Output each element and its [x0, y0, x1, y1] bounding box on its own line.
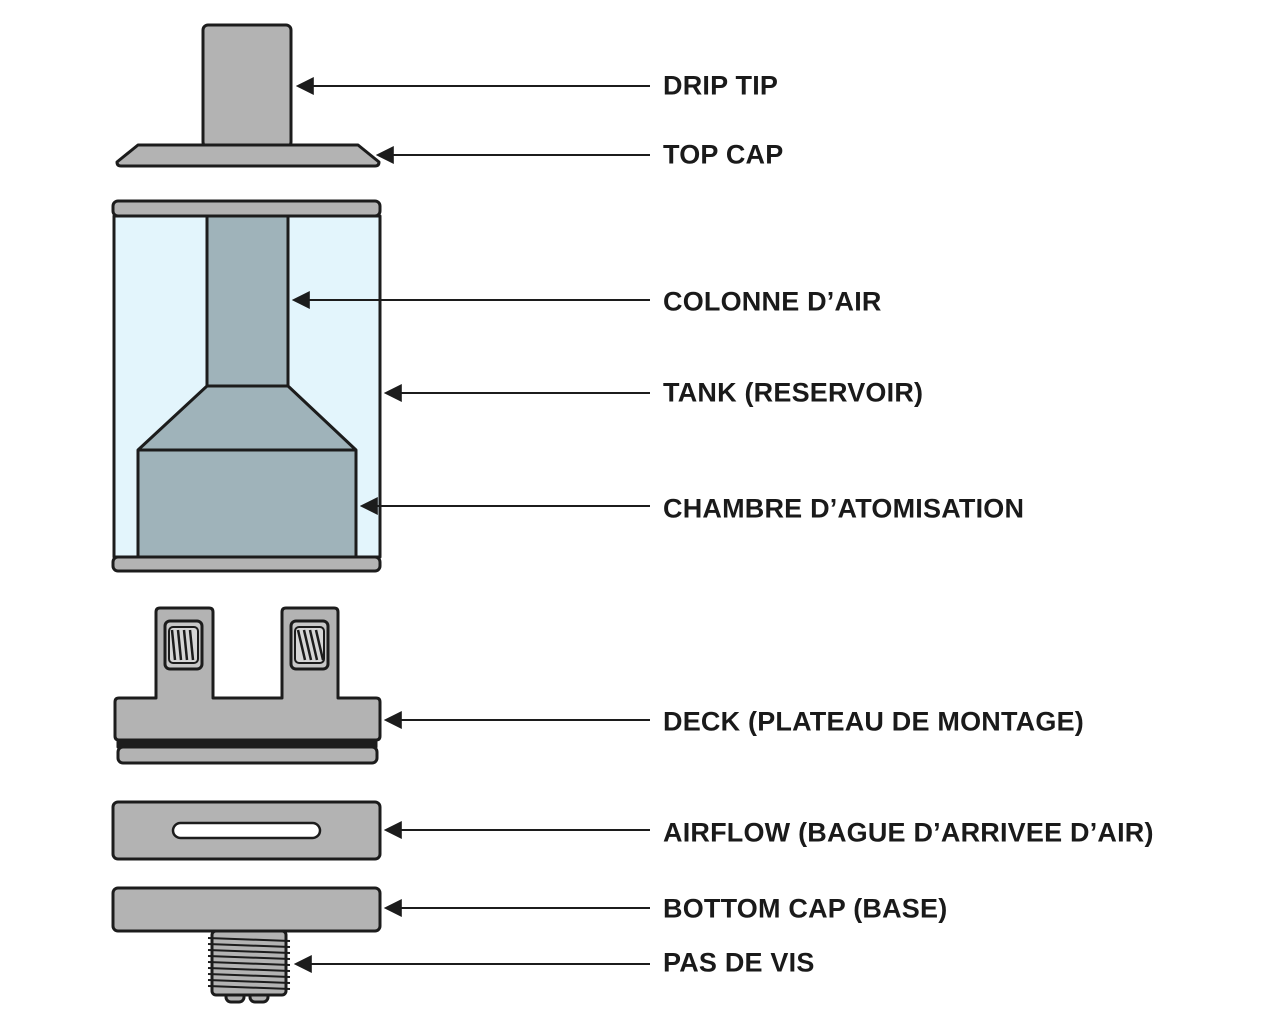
bottom-cap	[111, 886, 382, 933]
label-pas-de-vis: PAS DE VIS	[663, 947, 815, 978]
label-airflow: AIRFLOW (BAGUE D’ARRIVEE D’AIR)	[663, 817, 1154, 848]
tank-top-ring	[111, 199, 382, 218]
label-tank: TANK (RESERVOIR)	[663, 377, 924, 408]
label-deck: DECK (PLATEAU DE MONTAGE)	[663, 706, 1084, 737]
tank-bottom-ring	[111, 555, 382, 573]
coil-right-wire	[296, 629, 325, 661]
deck	[113, 606, 382, 742]
top-cap	[115, 143, 381, 168]
label-drip-tip: DRIP TIP	[663, 70, 779, 101]
thread-lines	[207, 937, 291, 990]
deck-lower-ring	[116, 745, 379, 765]
drip-tip	[201, 23, 293, 149]
coil-left-wire	[170, 629, 195, 661]
label-colonne-air: COLONNE D’AIR	[663, 286, 882, 317]
label-bottom-cap: BOTTOM CAP (BASE)	[663, 893, 948, 924]
label-top-cap: TOP CAP	[663, 139, 784, 170]
label-chambre: CHAMBRE D’ATOMISATION	[663, 493, 1025, 524]
airflow-slot	[171, 821, 322, 840]
